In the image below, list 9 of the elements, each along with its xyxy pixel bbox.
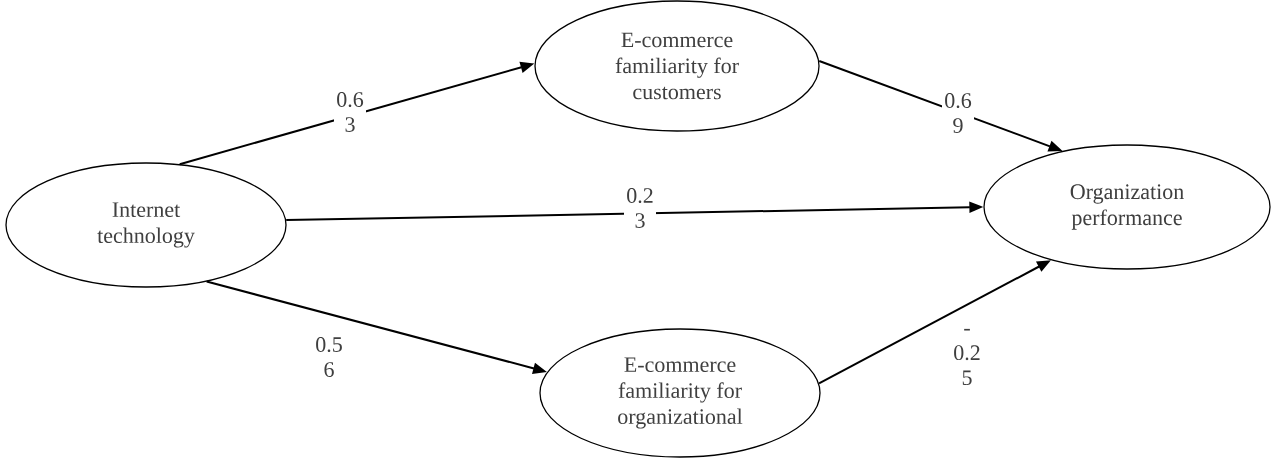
ellipse-node: Internet technology [5, 162, 287, 288]
edge-label: - 0.2 5 [951, 327, 983, 387]
ellipse-node: Organization performance [983, 144, 1271, 270]
edge-label: 0.6 3 [334, 91, 366, 133]
ellipse-node: E-commerce familiarity for organizational [539, 328, 821, 458]
edge-label: 0.5 6 [313, 336, 345, 378]
edge-label: 0.6 9 [942, 92, 974, 134]
edge-label: 0.2 3 [624, 187, 656, 229]
ellipse-node: E-commerce familiarity for customers [534, 0, 820, 132]
